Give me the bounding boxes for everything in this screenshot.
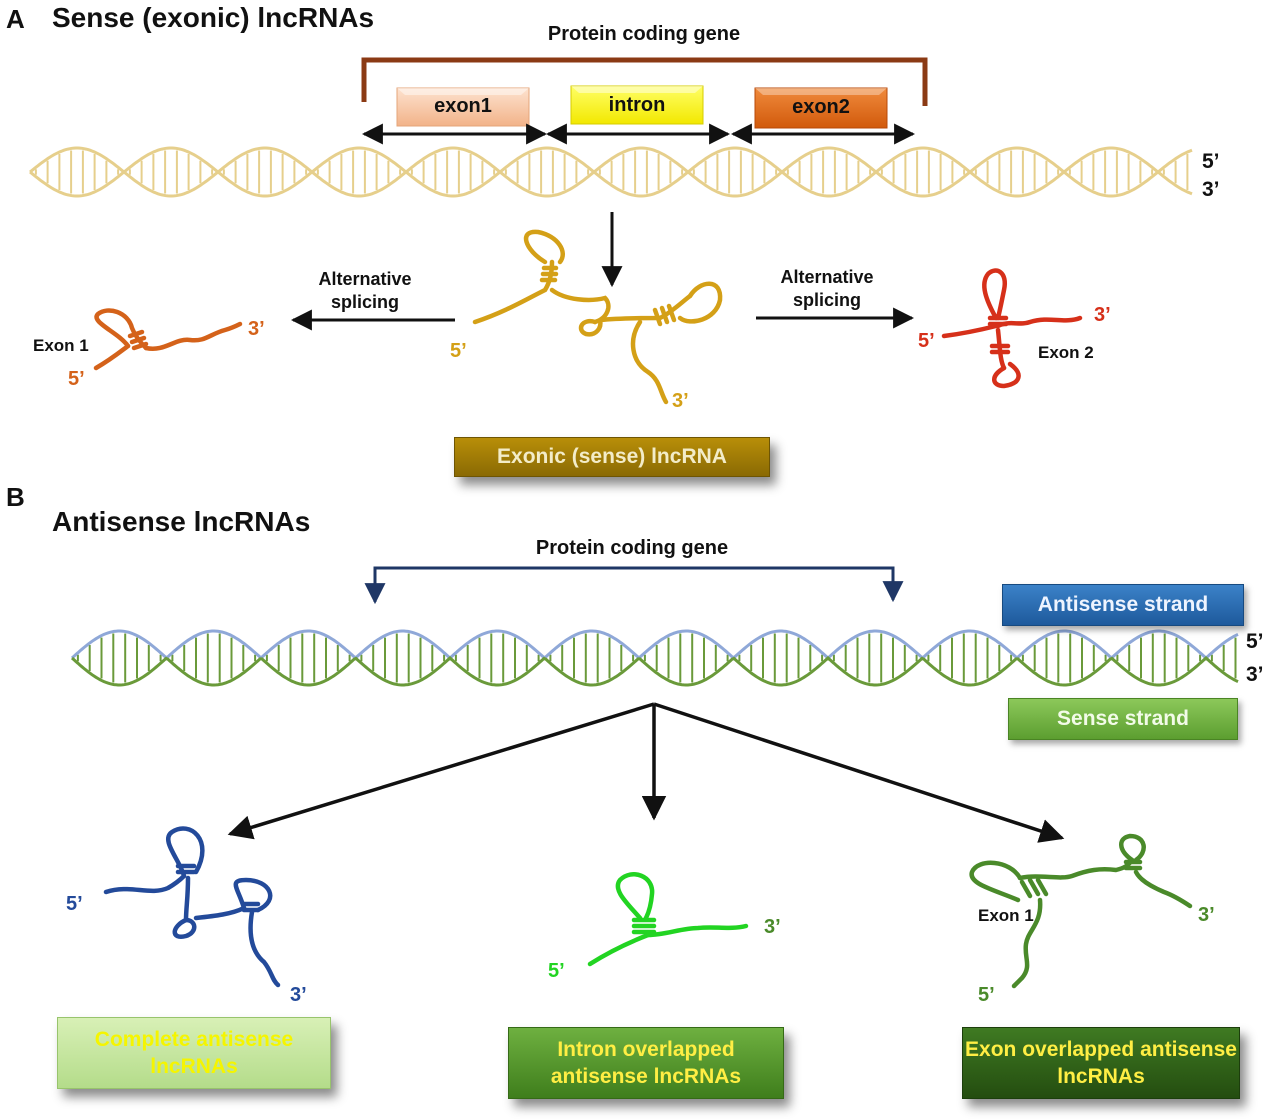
antisense-strand-box: Antisense strand bbox=[1002, 584, 1244, 626]
dna-b-five-prime: 5’ bbox=[1246, 630, 1264, 653]
right-rna-a-exon-label: Exon 2 bbox=[1038, 343, 1094, 362]
dna-strand-top bbox=[29, 146, 1193, 174]
right-rna-b-exon-label: Exon 1 bbox=[978, 906, 1034, 925]
left-rna-a-exon-label: Exon 1 bbox=[33, 336, 89, 355]
right-rna-b bbox=[969, 833, 1193, 989]
panel-a-letter: A bbox=[6, 4, 25, 34]
dna-helix-b bbox=[70, 629, 1239, 687]
mid-rna-b bbox=[587, 872, 749, 967]
intron-label: intron bbox=[608, 94, 666, 116]
right-rna-a-three-prime: 3’ bbox=[1094, 304, 1111, 326]
exon2-label: exon2 bbox=[792, 96, 850, 118]
alt-splicing-label-left: Alternative splicing bbox=[318, 269, 412, 313]
dna-a-five-prime: 5’ bbox=[1202, 150, 1220, 173]
sense-strand-box: Sense strand bbox=[1008, 698, 1238, 740]
exon-overlapped-box: Exon overlapped antisense lncRNAs bbox=[962, 1027, 1240, 1099]
center-rna-a-five-prime: 5’ bbox=[450, 340, 467, 362]
left-rna-b bbox=[103, 826, 281, 988]
dna-strand-bottom bbox=[29, 170, 1193, 198]
dna-a-three-prime: 3’ bbox=[1202, 178, 1220, 201]
right-rna-b-three-prime: 3’ bbox=[1198, 904, 1215, 926]
center-rna-a-three-prime: 3’ bbox=[672, 390, 689, 412]
gene-label-b: Protein coding gene bbox=[535, 537, 729, 559]
dna-strand-top bbox=[70, 629, 1239, 661]
exonic-sense-lncrna-box: Exonic (sense) lncRNA bbox=[454, 437, 770, 477]
exon2-box bbox=[754, 87, 888, 129]
right-rna-b-five-prime: 5’ bbox=[978, 984, 995, 1006]
left-rna-a bbox=[93, 308, 243, 371]
alt-splicing-label-right: Alternative splicing bbox=[780, 267, 874, 311]
left-rna-b-three-prime: 3’ bbox=[290, 984, 307, 1006]
intron-overlapped-box: Intron overlapped antisense lncRNAs bbox=[508, 1027, 784, 1099]
left-rna-a-five-prime: 5’ bbox=[68, 368, 85, 390]
gene-bracket-a bbox=[361, 57, 928, 106]
dna-helix-a bbox=[29, 146, 1193, 198]
left-rna-b-five-prime: 5’ bbox=[66, 893, 83, 915]
gene-bracket-b bbox=[364, 566, 904, 605]
mid-rna-b-five-prime: 5’ bbox=[548, 960, 565, 982]
left-rna-a-three-prime: 3’ bbox=[248, 318, 265, 340]
exon1-label: exon1 bbox=[434, 95, 492, 117]
panel-a-title: Sense (exonic) lncRNAs bbox=[52, 2, 375, 33]
panel-b-title: Antisense lncRNAs bbox=[52, 506, 311, 537]
complete-antisense-box: Complete antisense lncRNAs bbox=[57, 1017, 331, 1089]
dna-b-three-prime: 3’ bbox=[1246, 663, 1264, 686]
right-rna-a-five-prime: 5’ bbox=[918, 330, 935, 352]
right-rna-a bbox=[941, 268, 1083, 389]
panel-b-letter: B bbox=[6, 482, 25, 512]
branch-arrow-left bbox=[227, 702, 655, 840]
gene-label-a: Protein coding gene bbox=[547, 23, 741, 45]
center-rna-a bbox=[472, 229, 723, 405]
mid-rna-b-three-prime: 3’ bbox=[764, 916, 781, 938]
dna-strand-bottom bbox=[70, 655, 1239, 687]
branch-arrow-right bbox=[653, 702, 1065, 843]
